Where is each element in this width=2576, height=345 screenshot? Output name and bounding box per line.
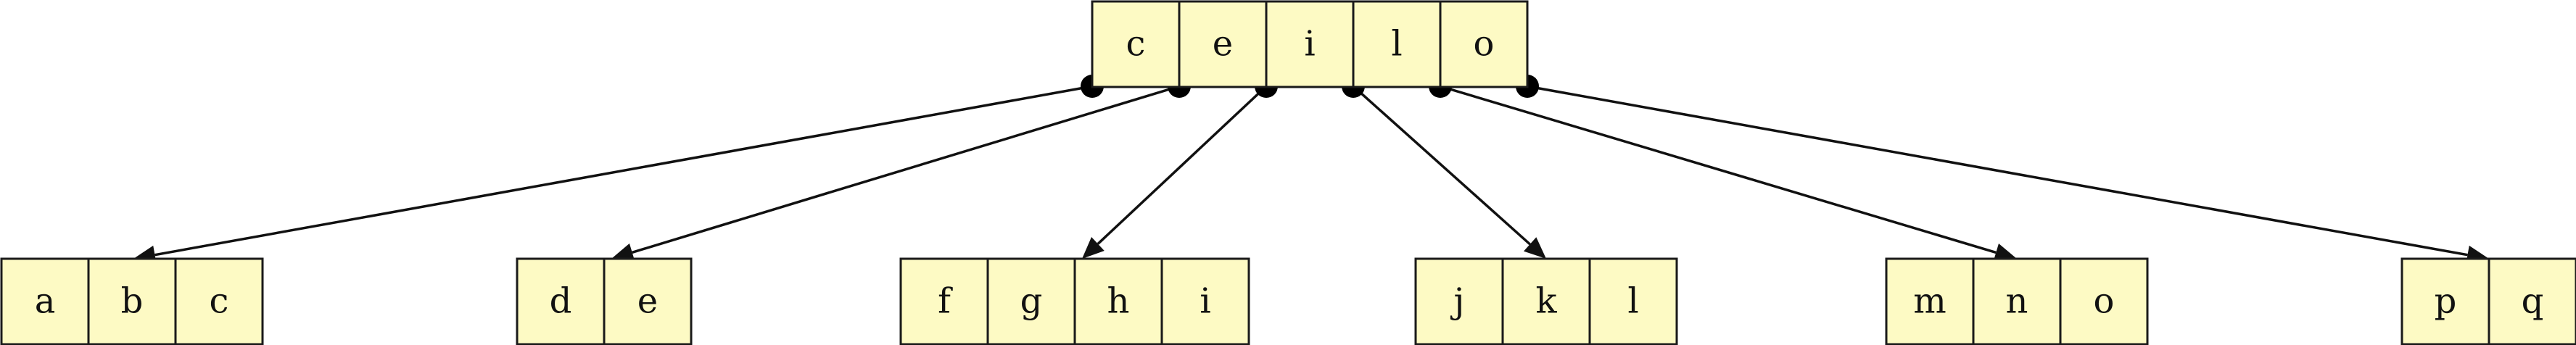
key-cell [1414,257,1504,345]
arrow-head [1523,237,1546,259]
key-cell [1439,0,1529,88]
pointer-edge [1352,85,1531,246]
key-cell [516,257,606,345]
arrow-head [1993,243,2017,262]
key-label: k [1535,281,1557,322]
key-label: e [637,281,658,322]
key-label: i [1304,24,1315,65]
key-label: q [2522,281,2544,322]
key-label: e [1213,24,1233,65]
key-label: l [1627,281,1638,322]
pointer-edges [133,75,2489,265]
key-label: c [210,281,229,322]
key-cell [0,257,90,345]
key-label: g [1020,281,1043,322]
key-cell [1972,257,2062,345]
key-label: p [2435,281,2457,322]
key-label: j [1450,281,1465,322]
key-cell [1352,0,1442,88]
pointer-edge [1527,85,2468,257]
pointer-edge [1097,85,1268,245]
key-cell [87,257,177,345]
key-cell [1588,257,1678,345]
key-cell [603,257,693,345]
leaf-node: j k l [1414,257,1678,345]
leaf-node: a b c [0,257,264,345]
key-cell [1073,257,1163,345]
key-cell [2488,257,2576,345]
pointer-edge [154,85,1093,257]
pointer-edge [632,85,1180,254]
key-cell [1885,257,1975,345]
key-cell [2400,257,2490,345]
key-label: m [1913,281,1947,322]
leaf-node: f g h i [899,257,1250,345]
arrow-head [1082,237,1105,259]
key-label: b [121,281,144,322]
key-label: i [1200,281,1210,322]
key-label: o [2094,281,2115,322]
arrow-head [611,243,635,262]
key-label: n [2006,281,2028,322]
key-cell [2059,257,2149,345]
key-label: d [550,281,572,322]
key-label: h [1107,281,1130,322]
key-cell [1160,257,1250,345]
key-cell [986,257,1076,345]
key-cell [1501,257,1591,345]
key-label: f [938,281,953,322]
pointer-edge [1440,85,1997,254]
key-label: c [1126,24,1146,65]
key-cell [899,257,989,345]
key-cell [174,257,264,345]
key-label: a [35,281,56,322]
key-label: l [1391,24,1402,65]
key-label: o [1474,24,1495,65]
leaf-node: m n o [1885,257,2149,345]
